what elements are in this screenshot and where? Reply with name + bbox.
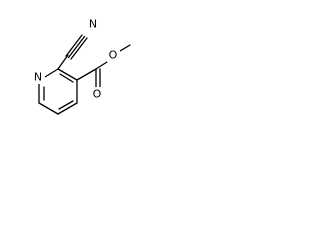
nitrile-triple-bond-1 bbox=[65, 34, 83, 57]
nitrile-triple-bond-3 bbox=[70, 37, 88, 60]
ring-inner-double-bond-c2-c3 bbox=[59, 73, 74, 83]
bond-ether-oxygen-methyl bbox=[119, 44, 131, 52]
nitrile-triple-bond-2 bbox=[67, 35, 86, 59]
atom-label-ring-nitrogen: N bbox=[34, 71, 42, 84]
bond-carbonyl-carbon-ether-oxygen bbox=[95, 61, 108, 70]
atom-label-carbonyl-oxygen: O bbox=[93, 88, 102, 101]
ring-bond-c5-c6 bbox=[38, 102, 59, 115]
atom-label-ester-oxygen: O bbox=[109, 49, 118, 62]
ring-bond-c2-c3 bbox=[57, 68, 78, 81]
ring-inner-double-bond-c4-c5 bbox=[58, 100, 74, 110]
ring-bond-c4-c5 bbox=[57, 102, 78, 115]
atom-label-nitrile-nitrogen: N bbox=[89, 18, 97, 31]
bond-c2-nitrile-carbon bbox=[57, 54, 69, 70]
bond-c3-carbonyl-carbon bbox=[76, 68, 97, 81]
molecule-structure: N N O O bbox=[32, 17, 131, 115]
